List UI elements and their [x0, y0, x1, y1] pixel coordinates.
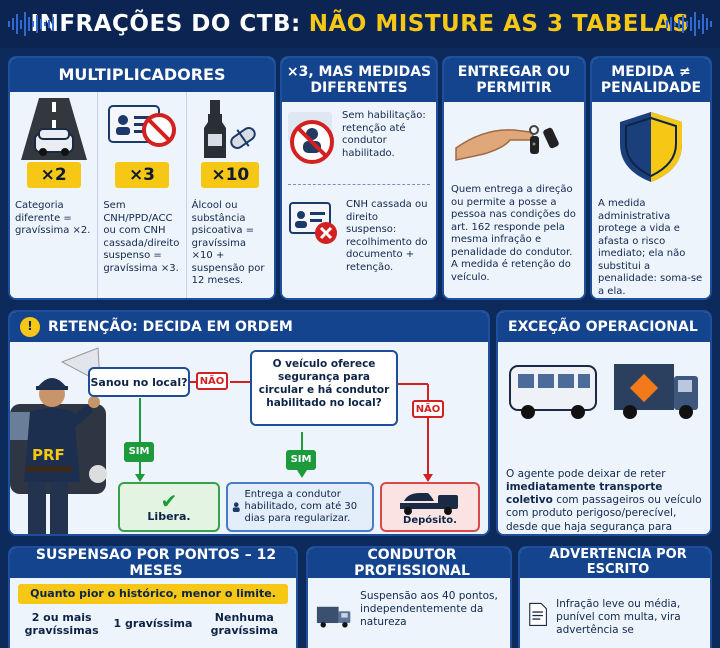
page-header: INFRAÇÕES DO CTB: NÃO MISTURE AS 3 TABEL… [0, 0, 720, 48]
license-denied-icon [107, 105, 176, 147]
multiplier-badge: ×2 [26, 162, 81, 188]
advertencia-text: Infração leve ou média, punível com mult… [556, 598, 681, 637]
excecao-text-c: com passageiros ou veículo com produto p… [506, 494, 702, 534]
panel-title: EXCEÇÃO OPERACIONAL [498, 312, 710, 342]
retencao-title: RETENÇÃO: DECIDA EM ORDEM [48, 318, 293, 335]
medida-item: CNH cassada ou direito suspenso: recolhi… [288, 199, 430, 274]
outcome-text: Entrega a condutor habilitado, com até 3… [244, 489, 358, 524]
entregar-panel: ENTREGAR OU PERMITIR Quem entrega a dire… [442, 56, 586, 300]
multiplier-badge: ×10 [201, 162, 260, 188]
suspensao-col: 2 ou mais gravíssimas [24, 611, 99, 637]
panel-title: CONDUTOR PROFISSIONAL [308, 548, 510, 579]
panel-title: MULTIPLICADORES [10, 58, 274, 92]
outcome-text: Libera. [147, 509, 191, 523]
multiplier-text: Sem CNH/PPD/ACC ou com CNH cassada/direi… [103, 200, 180, 274]
multiplier-card: ×2 Categoria diferente = gravíssima ×2. [10, 92, 99, 298]
document-icon [529, 602, 547, 626]
medida-penalidade-panel: MEDIDA ≠ PENALIDADE A medida administrat… [590, 56, 712, 300]
profissional-text: Suspensão aos 40 pontos, independentemen… [360, 590, 498, 629]
page-title-highlight: NÃO MISTURE AS 3 TABELAS [308, 11, 690, 37]
outcome-entrega: Entrega a condutor habilitado, com até 3… [226, 482, 374, 532]
excecao-text-a: O agente pode deixar de reter [506, 468, 666, 480]
person-icon [232, 502, 240, 513]
shield-icon [620, 112, 682, 182]
multiplier-card: ×10 Álcool ou substância psicoativa = gr… [187, 92, 274, 298]
excecao-text-emphasis: imediatamente transporte coletivo [506, 481, 663, 507]
panel-title: ADVERTÊNCIA POR ESCRITO [520, 548, 710, 578]
person-denied-icon [288, 112, 334, 164]
answer-no: NÃO [412, 400, 444, 418]
multiplier-text: Álcool ou substância psicoativa = gravís… [191, 200, 265, 286]
answer-yes: SIM [124, 442, 154, 462]
panel-title: MEDIDA ≠ PENALIDADE [592, 58, 710, 102]
advertencia-panel: ADVERTÊNCIA POR ESCRITO Infração leve ou… [518, 546, 712, 648]
sound-wave-decoration [622, 10, 712, 38]
multiplier-card: ×3 Sem CNH/PPD/ACC ou com CNH cassada/di… [98, 92, 187, 298]
excecao-text: O agente pode deixar de reter imediatame… [506, 468, 702, 534]
multiplier-text: Categoria diferente = gravíssima ×2. [15, 200, 91, 236]
question-sanou: Sanou no local? [88, 367, 190, 397]
hand-keys-icon [455, 125, 559, 161]
sound-wave-decoration [8, 10, 98, 38]
entregar-text: Quem entrega a direção ou permite a poss… [451, 184, 576, 283]
suspensao-col: Nenhuma gravíssima [210, 611, 279, 637]
answer-yes: SIM [286, 450, 316, 470]
officer-badge: PRF [32, 446, 65, 464]
excecao-panel: EXCEÇÃO OPERACIONAL O agente pode deixar… [496, 310, 712, 536]
panel-title: ×3, MAS MEDIDAS DIFERENTES [282, 58, 436, 102]
retencao-panel: ! RETENÇÃO: DECIDA EM ORDEM PRF Sanou no… [8, 310, 490, 536]
medida-text: CNH cassada ou direito suspenso: recolhi… [346, 199, 428, 273]
outcome-deposito: Depósito. [380, 482, 480, 532]
suspensao-col: 1 gravíssima [113, 617, 193, 630]
medidas-panel: ×3, MAS MEDIDAS DIFERENTES Sem habilitaç… [280, 56, 438, 300]
bottle-pill-icon [204, 100, 257, 158]
outcome-libera: ✔ Libera. [118, 482, 220, 532]
medida-item: Sem habilitação: retenção até condutor h… [288, 110, 430, 166]
warning-icon: ! [20, 317, 40, 337]
question-seguranca: O veículo oferece segurança para circula… [250, 350, 398, 426]
outcome-text: Depósito. [403, 514, 457, 526]
medida-pen-text: A medida administrativa protege a vida e… [598, 198, 703, 297]
divider [288, 184, 430, 185]
profissional-panel: CONDUTOR PROFISSIONAL Suspensão aos 40 p… [306, 546, 512, 648]
multiplier-badge: ×3 [114, 162, 169, 188]
flow-arrow-no2 [398, 383, 433, 482]
tow-truck-icon [400, 492, 458, 515]
panel-title: ! RETENÇÃO: DECIDA EM ORDEM [10, 312, 488, 342]
panel-title: ENTREGAR OU PERMITIR [444, 58, 584, 102]
multiplicadores-panel: MULTIPLICADORES ×2 Categoria diferente =… [8, 56, 276, 300]
check-icon: ✔ [160, 488, 178, 513]
suspensao-panel: SUSPENSÃO POR PONTOS – 12 MESES Quanto p… [8, 546, 298, 648]
panel-title: SUSPENSÃO POR PONTOS – 12 MESES [10, 548, 296, 579]
medida-text: Sem habilitação: retenção até condutor h… [342, 110, 426, 159]
answer-no: NÃO [196, 372, 228, 390]
bus-truck-icons [509, 364, 698, 419]
suspensao-subtitle: Quanto pior o histórico, menor o limite. [18, 584, 288, 604]
license-cancelled-icon [289, 202, 337, 244]
page-title: INFRAÇÕES DO CTB: [30, 11, 301, 37]
road-car-icon [20, 98, 87, 160]
truck-icon [316, 606, 351, 628]
